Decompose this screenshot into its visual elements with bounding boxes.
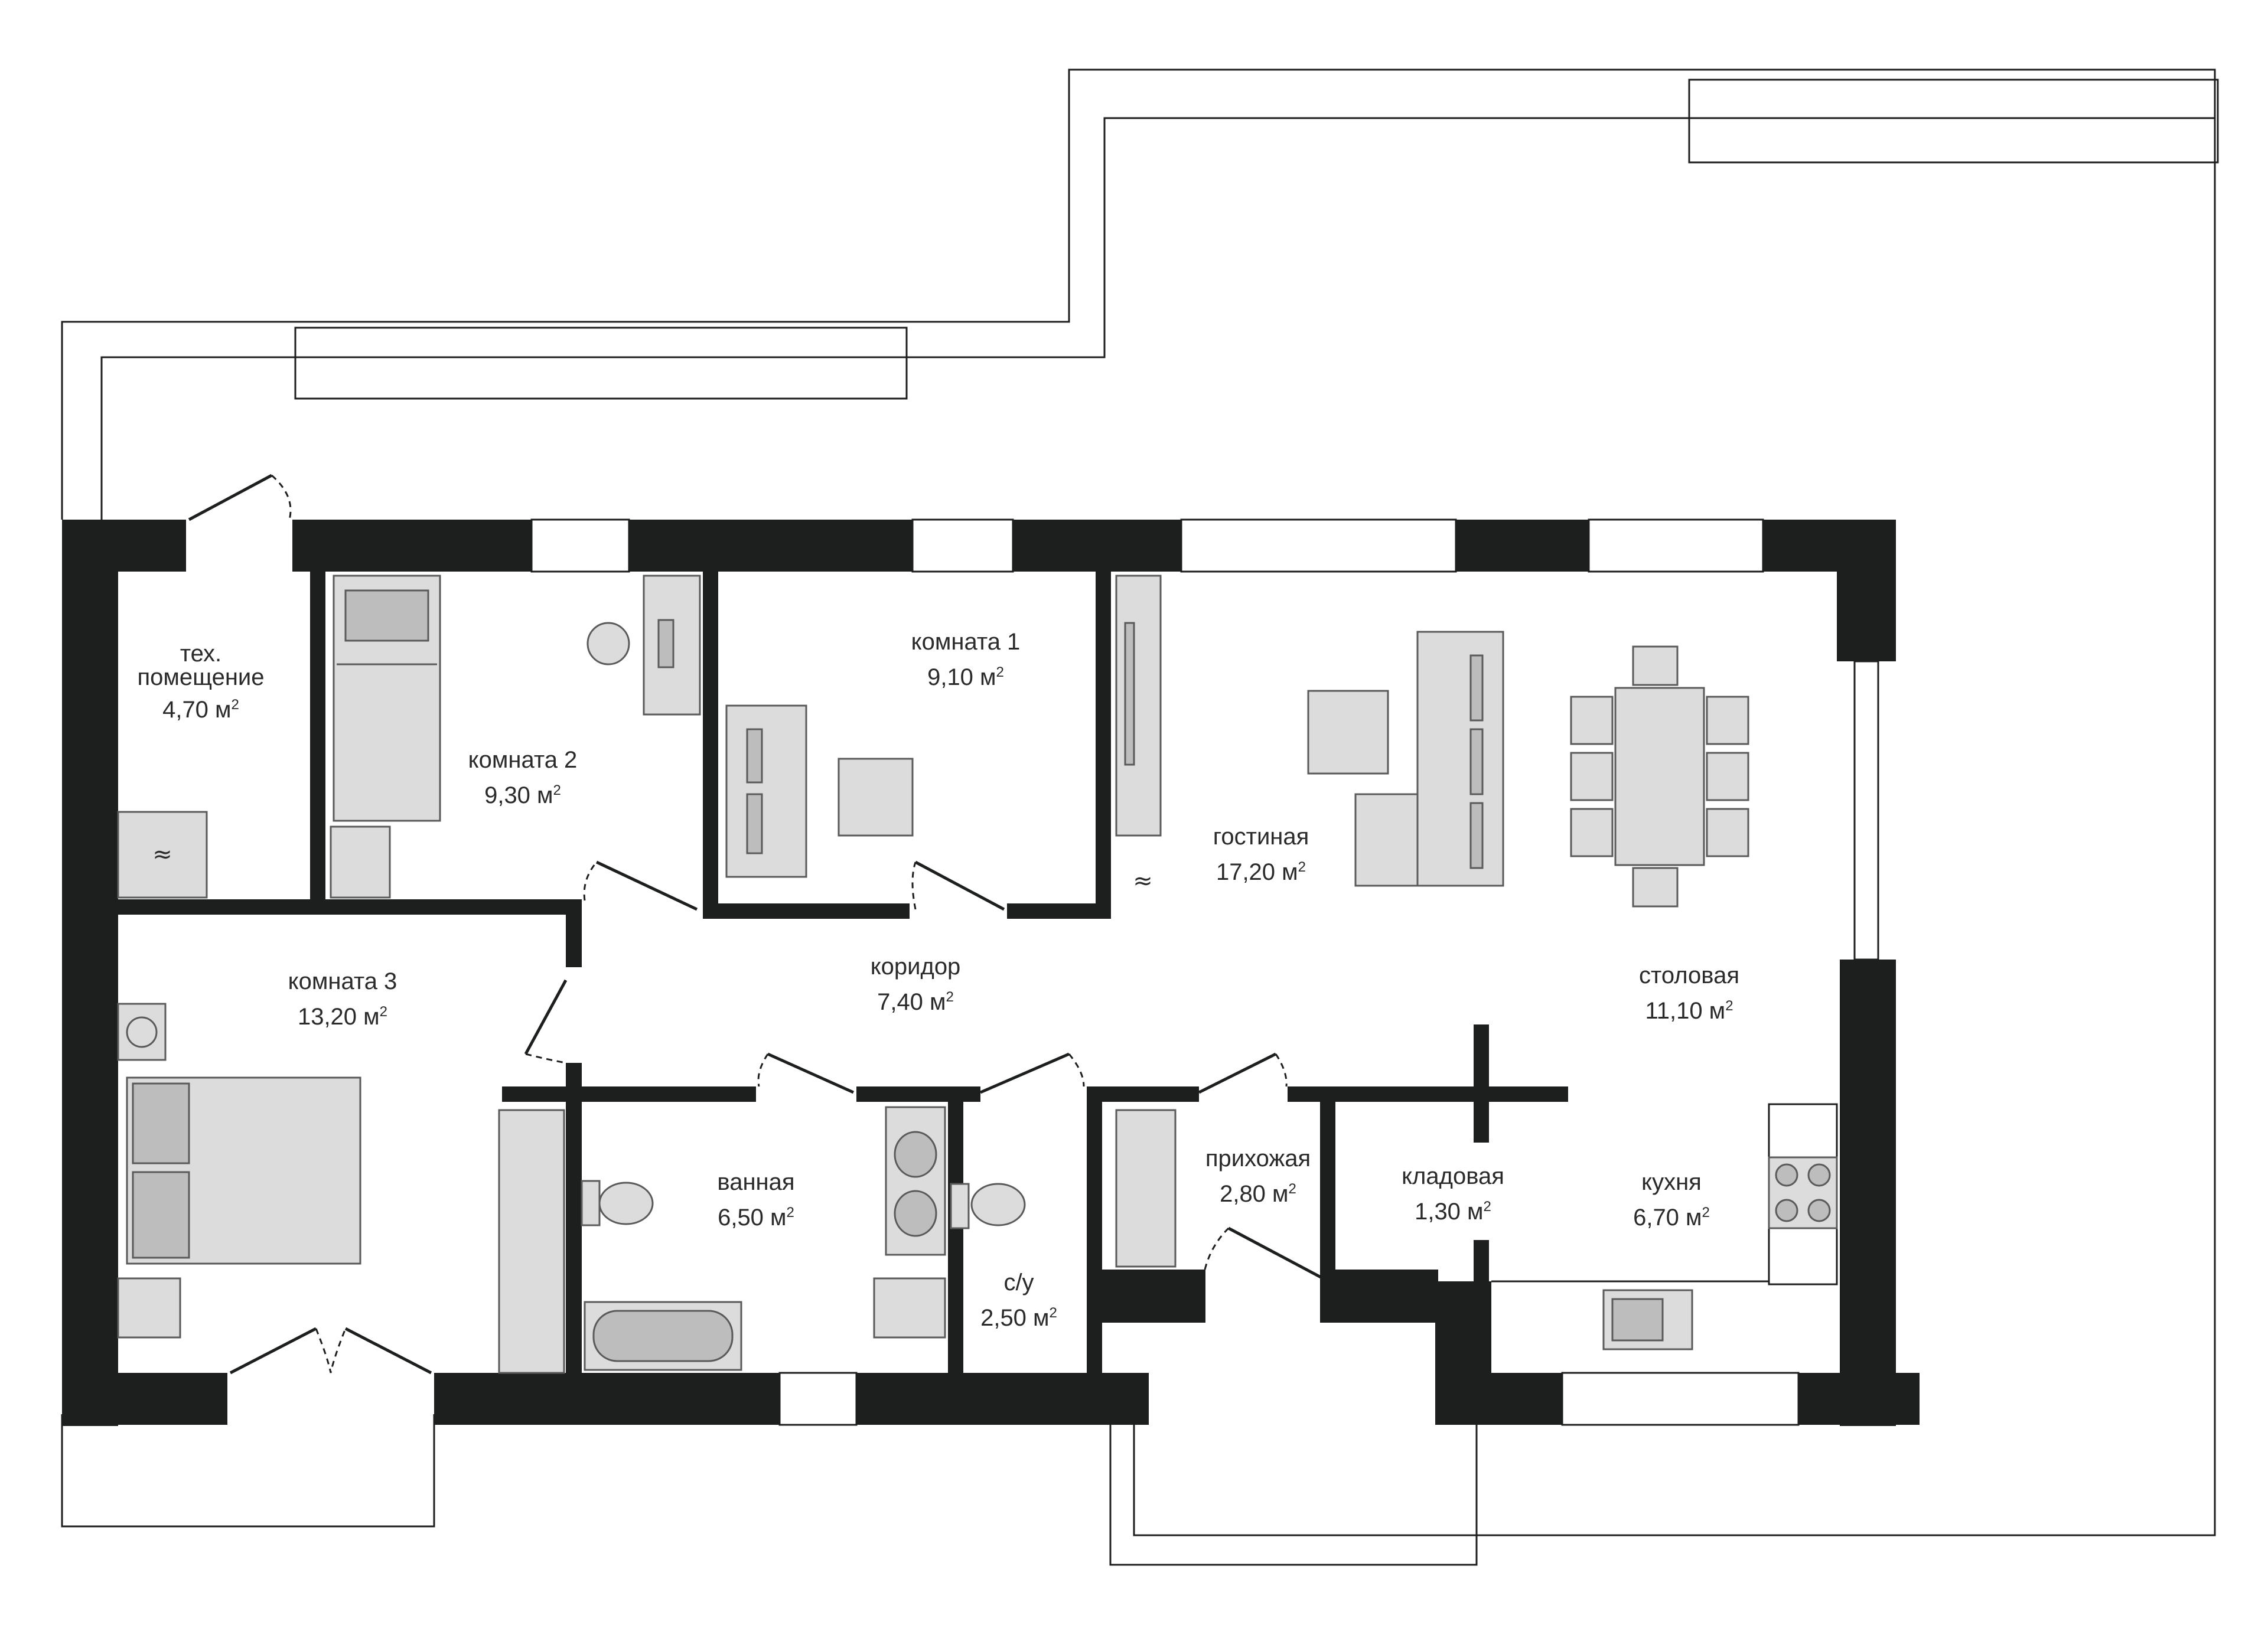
label-room3-area: 13,20 м2 [298,1004,387,1030]
boiler-icon [117,811,208,899]
label-tech-name: тех. [180,641,221,667]
label-hall-name: прихожая [1205,1146,1311,1172]
label-room2-name: комната 2 [468,747,578,773]
label-room2-area: 9,30 м2 [484,782,561,808]
walls [62,520,1920,1426]
label-bath-name: ванная [717,1169,794,1195]
sofa-living [1416,631,1504,887]
label-tech-area: 4,70 м2 [162,697,239,723]
label-wc-name: с/у [1003,1270,1034,1296]
label-room1-area: 9,10 м2 [927,664,1004,690]
wardrobe-room3 [498,1109,565,1374]
svg-text:≈: ≈ [152,841,172,868]
label-pantry-name: кладовая [1402,1163,1504,1189]
label-dining-name: столовая [1639,962,1739,988]
label-living-name: гостиная [1213,824,1309,850]
sofa-room1 [725,704,807,878]
toilet-bath [581,1180,601,1226]
pouf [1307,690,1389,775]
furniture: ≈ ≈ [117,575,1838,1374]
svg-text:≈: ≈ [1133,867,1153,895]
doors [188,474,1324,1375]
label-bath-area: 6,50 м2 [718,1205,794,1231]
table-room1 [838,758,914,837]
wardrobe-hall [1115,1109,1177,1268]
label-kitchen-name: кухня [1641,1169,1702,1195]
label-wc-area: 2,50 м2 [980,1305,1057,1331]
label-tech-name2: помещение [137,664,264,690]
label-corridor-area: 7,40 м2 [877,989,954,1015]
room-labels: тех. помещение 4,70 м2 комната 2 9,30 м2… [137,629,1739,1331]
label-room1-name: комната 1 [911,629,1021,655]
label-dining-area: 11,10 м2 [1645,998,1733,1024]
windows [530,518,1879,1426]
washing-machine [873,1277,946,1339]
label-pantry-area: 1,30 м2 [1415,1199,1491,1225]
label-room3-name: комната 3 [288,968,397,994]
terrace-outlines [61,68,2219,1566]
tv-stand [1115,575,1162,837]
label-hall-area: 2,80 м2 [1220,1181,1296,1207]
label-living-area: 17,20 м2 [1216,859,1306,885]
toilet-wc [950,1183,970,1229]
chair-room2 [586,622,630,665]
label-corridor-name: коридор [871,954,961,980]
label-kitchen-area: 6,70 м2 [1633,1205,1710,1231]
dining-table [1614,687,1705,866]
